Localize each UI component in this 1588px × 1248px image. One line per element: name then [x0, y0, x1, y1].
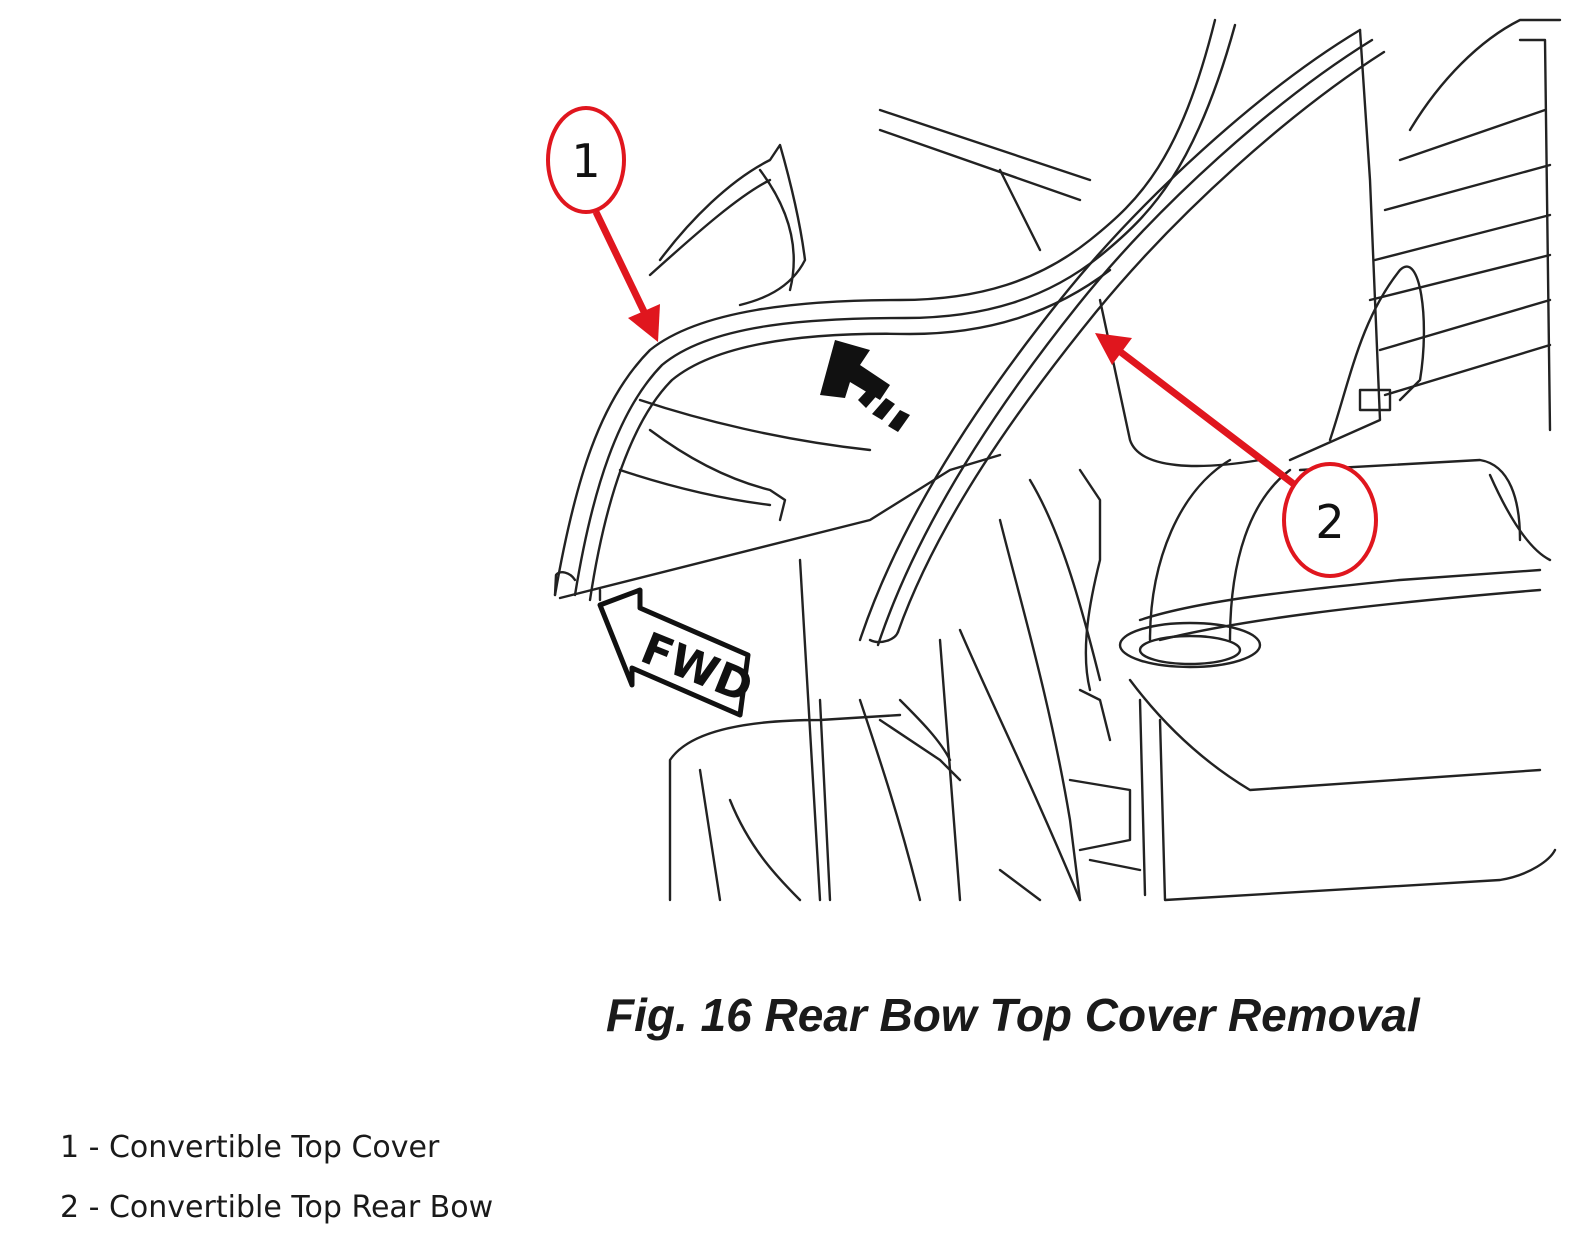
legend-item-1: 1 - Convertible Top Cover — [60, 1130, 440, 1165]
callout-1-number: 1 — [571, 134, 600, 188]
rotation-arrow-icon — [820, 340, 910, 432]
callout-1: 1 — [546, 106, 660, 342]
vehicle-linework — [553, 18, 1562, 902]
callout-2: 2 — [1095, 333, 1378, 578]
legend-item-2: 2 - Convertible Top Rear Bow — [60, 1190, 494, 1225]
line-drawing: FWD 1 2 — [546, 18, 1562, 902]
figure-caption: Fig. 16 Rear Bow Top Cover Removal — [606, 989, 1420, 1041]
callout-2-number: 2 — [1315, 495, 1344, 549]
fwd-arrow-icon: FWD — [597, 587, 760, 718]
diagram-figure: FWD 1 2 — [540, 10, 1580, 920]
legend: 1 - Convertible Top Cover 2 - Convertibl… — [60, 1128, 493, 1248]
